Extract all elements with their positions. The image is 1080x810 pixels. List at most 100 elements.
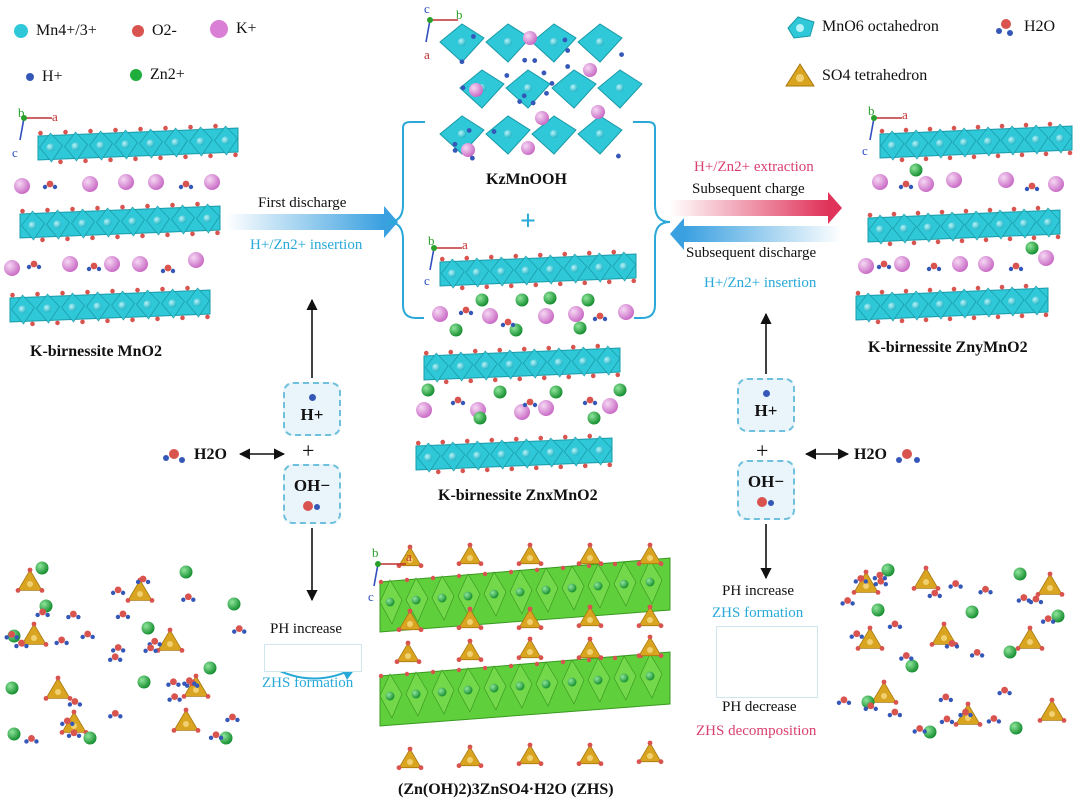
mn-atom [458, 38, 466, 46]
o-atom [962, 708, 969, 716]
tetrahedron-face [871, 681, 897, 703]
k-atom [14, 178, 30, 194]
o-atom [111, 709, 119, 717]
h-atom [602, 316, 608, 322]
k-atom [416, 402, 432, 418]
axis-b-top: b [456, 7, 463, 22]
k-atom [523, 31, 537, 45]
o-atom [460, 468, 466, 474]
h-atom [24, 643, 29, 649]
o-atom [464, 438, 470, 444]
water-molecule [948, 580, 963, 589]
water-molecule [840, 597, 855, 606]
o-atom [83, 158, 88, 164]
h-atom [235, 717, 240, 723]
zn-atom [619, 673, 629, 683]
h-atom [936, 266, 942, 272]
zn-atom [473, 411, 487, 425]
water-molecule [115, 610, 131, 620]
water-molecule [927, 589, 942, 599]
k-atom [1038, 250, 1054, 266]
h-atom [192, 681, 197, 686]
o-atom [534, 567, 540, 573]
water-molecule [986, 715, 1002, 724]
o-atom [378, 579, 384, 585]
sulfur-atom [167, 641, 173, 647]
h-atom [14, 643, 19, 649]
mn-atom [530, 359, 539, 368]
h-atom [120, 648, 126, 653]
o-atom [59, 730, 65, 735]
zn-atom [881, 563, 895, 577]
o-atom [39, 608, 47, 616]
axis-c-line [869, 117, 875, 141]
k-atom [469, 83, 483, 97]
axis-b-dot [375, 561, 381, 567]
tetrahedron-icon [785, 63, 815, 87]
mn-atom [1032, 296, 1040, 305]
so4-tetrahedron [1015, 625, 1045, 651]
mn-atom [1020, 219, 1028, 228]
so4-tetrahedron [396, 544, 424, 569]
o-atom [418, 627, 424, 633]
h-atom [887, 624, 893, 630]
title-k-birnessite-znx: K-birnessite ZnxMnO2 [438, 487, 598, 504]
label-ph-increase-right: PH increase [722, 583, 795, 599]
zn-atom [463, 591, 473, 601]
o-atom [415, 440, 421, 446]
sulfur-atom [405, 653, 411, 659]
zn-atom-icon [130, 69, 142, 81]
h-atom [70, 721, 75, 727]
mn-atom [570, 84, 578, 92]
o-atom [478, 657, 484, 663]
o-atom [151, 637, 159, 645]
o-atom [190, 231, 195, 237]
o-atom [636, 561, 642, 567]
mn-atom [984, 137, 992, 146]
o-atom [179, 648, 185, 653]
so4-tetrahedron [576, 604, 604, 629]
water-molecule [182, 677, 197, 686]
o-atom [1028, 182, 1036, 190]
o-atom [478, 561, 484, 567]
h-atom [208, 735, 214, 740]
axis-triad [425, 17, 458, 43]
h-atom [117, 657, 123, 663]
zn-atom [645, 671, 655, 681]
octahedral-layer [423, 343, 621, 385]
h-atom [949, 719, 955, 725]
sulfur-atom [183, 721, 189, 727]
h-atom [108, 714, 113, 719]
h-atom [908, 184, 914, 190]
zn-atom [1013, 567, 1027, 581]
o-atom [658, 561, 664, 567]
h-atom [66, 733, 72, 739]
mn-atom [1032, 135, 1040, 144]
h-atom [170, 268, 176, 274]
o-atom [85, 289, 90, 295]
proton-icon [308, 393, 316, 401]
mn-atom [193, 298, 202, 307]
h-atom [898, 184, 904, 190]
h-atom [14, 635, 19, 640]
tetrahedron-face [578, 606, 602, 627]
water-molecule [14, 639, 29, 649]
k-atom [978, 256, 994, 272]
mn-atom [153, 216, 162, 225]
legend-o-label: O2- [152, 22, 177, 39]
h-atom [544, 90, 549, 96]
axis-b-mid: b [428, 233, 435, 248]
o-atom [533, 465, 539, 471]
legend-mno6: MnO6 octahedron [784, 14, 939, 40]
legend-h-label: H+ [42, 68, 63, 85]
zn-atom [475, 293, 489, 307]
o-atom [977, 722, 983, 727]
o-atom [404, 671, 410, 677]
layer-slab [19, 205, 221, 239]
tetrahedron-face [578, 638, 602, 659]
o-atom [562, 434, 568, 440]
legend-zn: Zn2+ [130, 66, 185, 84]
h-atom [35, 612, 40, 618]
o-atom [975, 285, 981, 291]
o-atom [108, 157, 113, 163]
